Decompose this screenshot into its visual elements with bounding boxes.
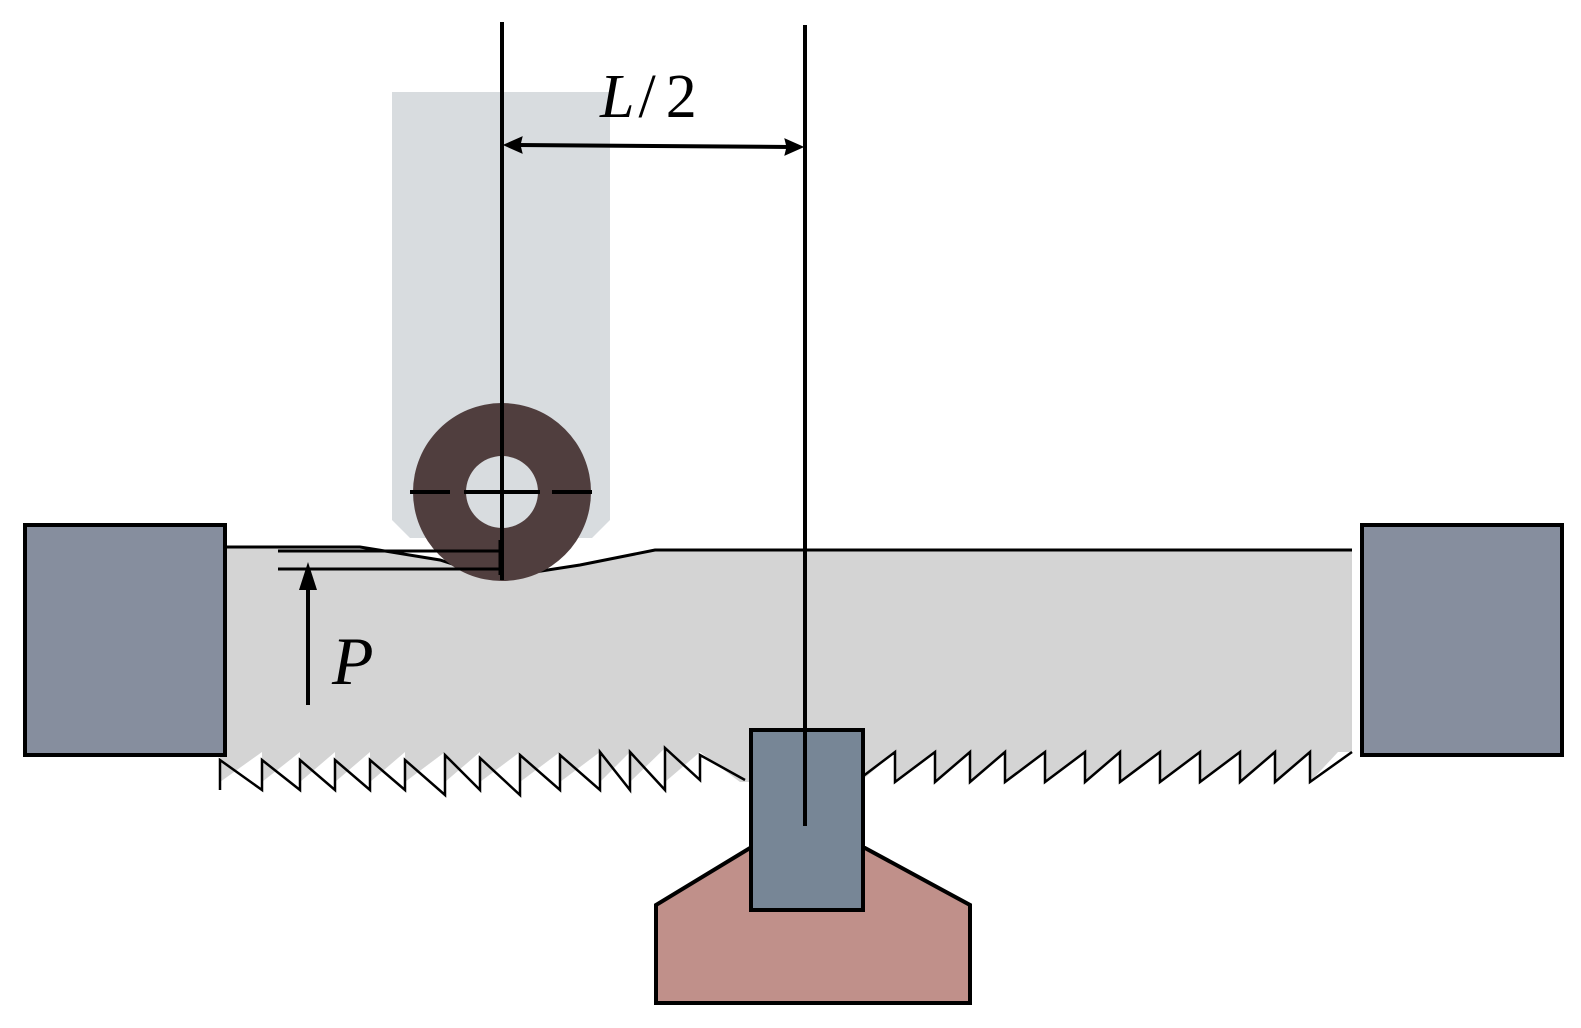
workpiece-serrated-edge (218, 745, 746, 798)
half-span-number: 2 (666, 63, 697, 131)
right-clamp (1360, 523, 1564, 757)
half-span-letter: L (599, 63, 634, 131)
double-arrow-horizontal-icon (502, 136, 805, 156)
load-label: P (331, 623, 374, 699)
workpiece-bar (220, 547, 1352, 782)
left-clamp (23, 523, 227, 757)
arrow-up-icon (299, 562, 317, 705)
half-span-slash: / (638, 63, 656, 131)
deflection-reference (278, 540, 502, 575)
workpiece-serrated-edge-right (857, 749, 1353, 785)
half-span-label: L/2 (599, 63, 697, 131)
